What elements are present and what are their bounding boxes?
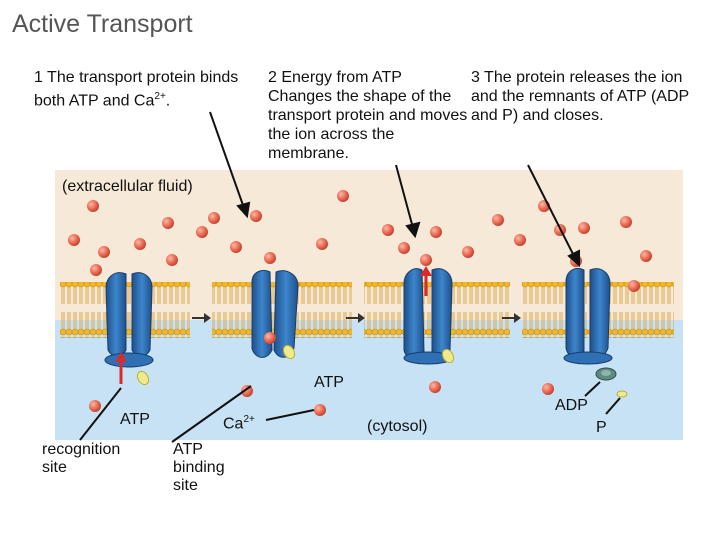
transport-protein-4 <box>563 268 613 365</box>
calcium-ion <box>90 264 102 276</box>
calcium-ion <box>264 252 276 264</box>
calcium-ion <box>134 238 146 250</box>
extracellular-label: (extracellular fluid) <box>62 178 193 195</box>
phosphate-label: P <box>596 419 607 436</box>
transport-protein-1 <box>104 272 154 368</box>
calcium-ion <box>98 246 110 258</box>
calcium-ion <box>68 234 80 246</box>
step-2-text: 2 Energy from ATP Changes the shape of t… <box>268 69 468 162</box>
calcium-ion <box>87 200 99 212</box>
step-1-text: 1 The transport protein binds both ATP a… <box>34 68 264 110</box>
calcium-ion <box>196 226 208 238</box>
calcium-ion <box>640 250 652 262</box>
calcium-ion <box>337 190 349 202</box>
step-1-body: 1 The transport protein binds both ATP a… <box>34 69 239 110</box>
atp-label-middle: ATP <box>314 374 344 391</box>
recognition-site-label: recognition site <box>42 441 121 476</box>
atp-molecules <box>136 344 628 398</box>
calcium-ion <box>89 400 101 412</box>
calcium-ion <box>492 214 504 226</box>
calcium-ion <box>382 224 394 236</box>
calcium-ions <box>68 190 652 416</box>
calcium-ion <box>208 212 220 224</box>
step-1-sup: 2+ <box>154 91 166 102</box>
calcium-ion <box>264 332 276 344</box>
calcium-ion <box>430 226 442 238</box>
calcium-ion <box>578 222 590 234</box>
page-title: Active Transport <box>12 10 193 38</box>
atp-label-left: ATP <box>120 411 150 428</box>
calcium-ion <box>162 217 174 229</box>
calcium-ion <box>250 210 262 222</box>
calcium-ion <box>398 242 410 254</box>
calcium-ion <box>429 381 441 393</box>
calcium-ion <box>314 404 326 416</box>
cytosol-label: (cytosol) <box>367 418 428 435</box>
pointer-lines <box>79 111 621 443</box>
atp-binding-site-label: ATP binding site <box>173 441 225 494</box>
calcium-ion <box>620 216 632 228</box>
calcium-label: Ca2+ <box>223 411 255 433</box>
calcium-label-text: Ca <box>223 415 244 433</box>
calcium-ion <box>628 280 640 292</box>
transport-protein-3 <box>403 268 453 365</box>
calcium-label-sup: 2+ <box>243 414 255 425</box>
calcium-ion <box>230 241 242 253</box>
calcium-ion <box>462 246 474 258</box>
calcium-ion <box>542 383 554 395</box>
step-1-tail: . <box>165 92 171 110</box>
calcium-ion <box>241 385 253 397</box>
ion-movement-arrows <box>115 266 432 384</box>
step-3-text: 3 The protein releases the ion and the r… <box>471 69 689 124</box>
calcium-ion <box>420 254 432 266</box>
calcium-ion <box>316 238 328 250</box>
adp-label: ADP <box>555 397 588 414</box>
calcium-ion <box>166 254 178 266</box>
calcium-ion <box>514 234 526 246</box>
step-arrows <box>192 313 521 323</box>
